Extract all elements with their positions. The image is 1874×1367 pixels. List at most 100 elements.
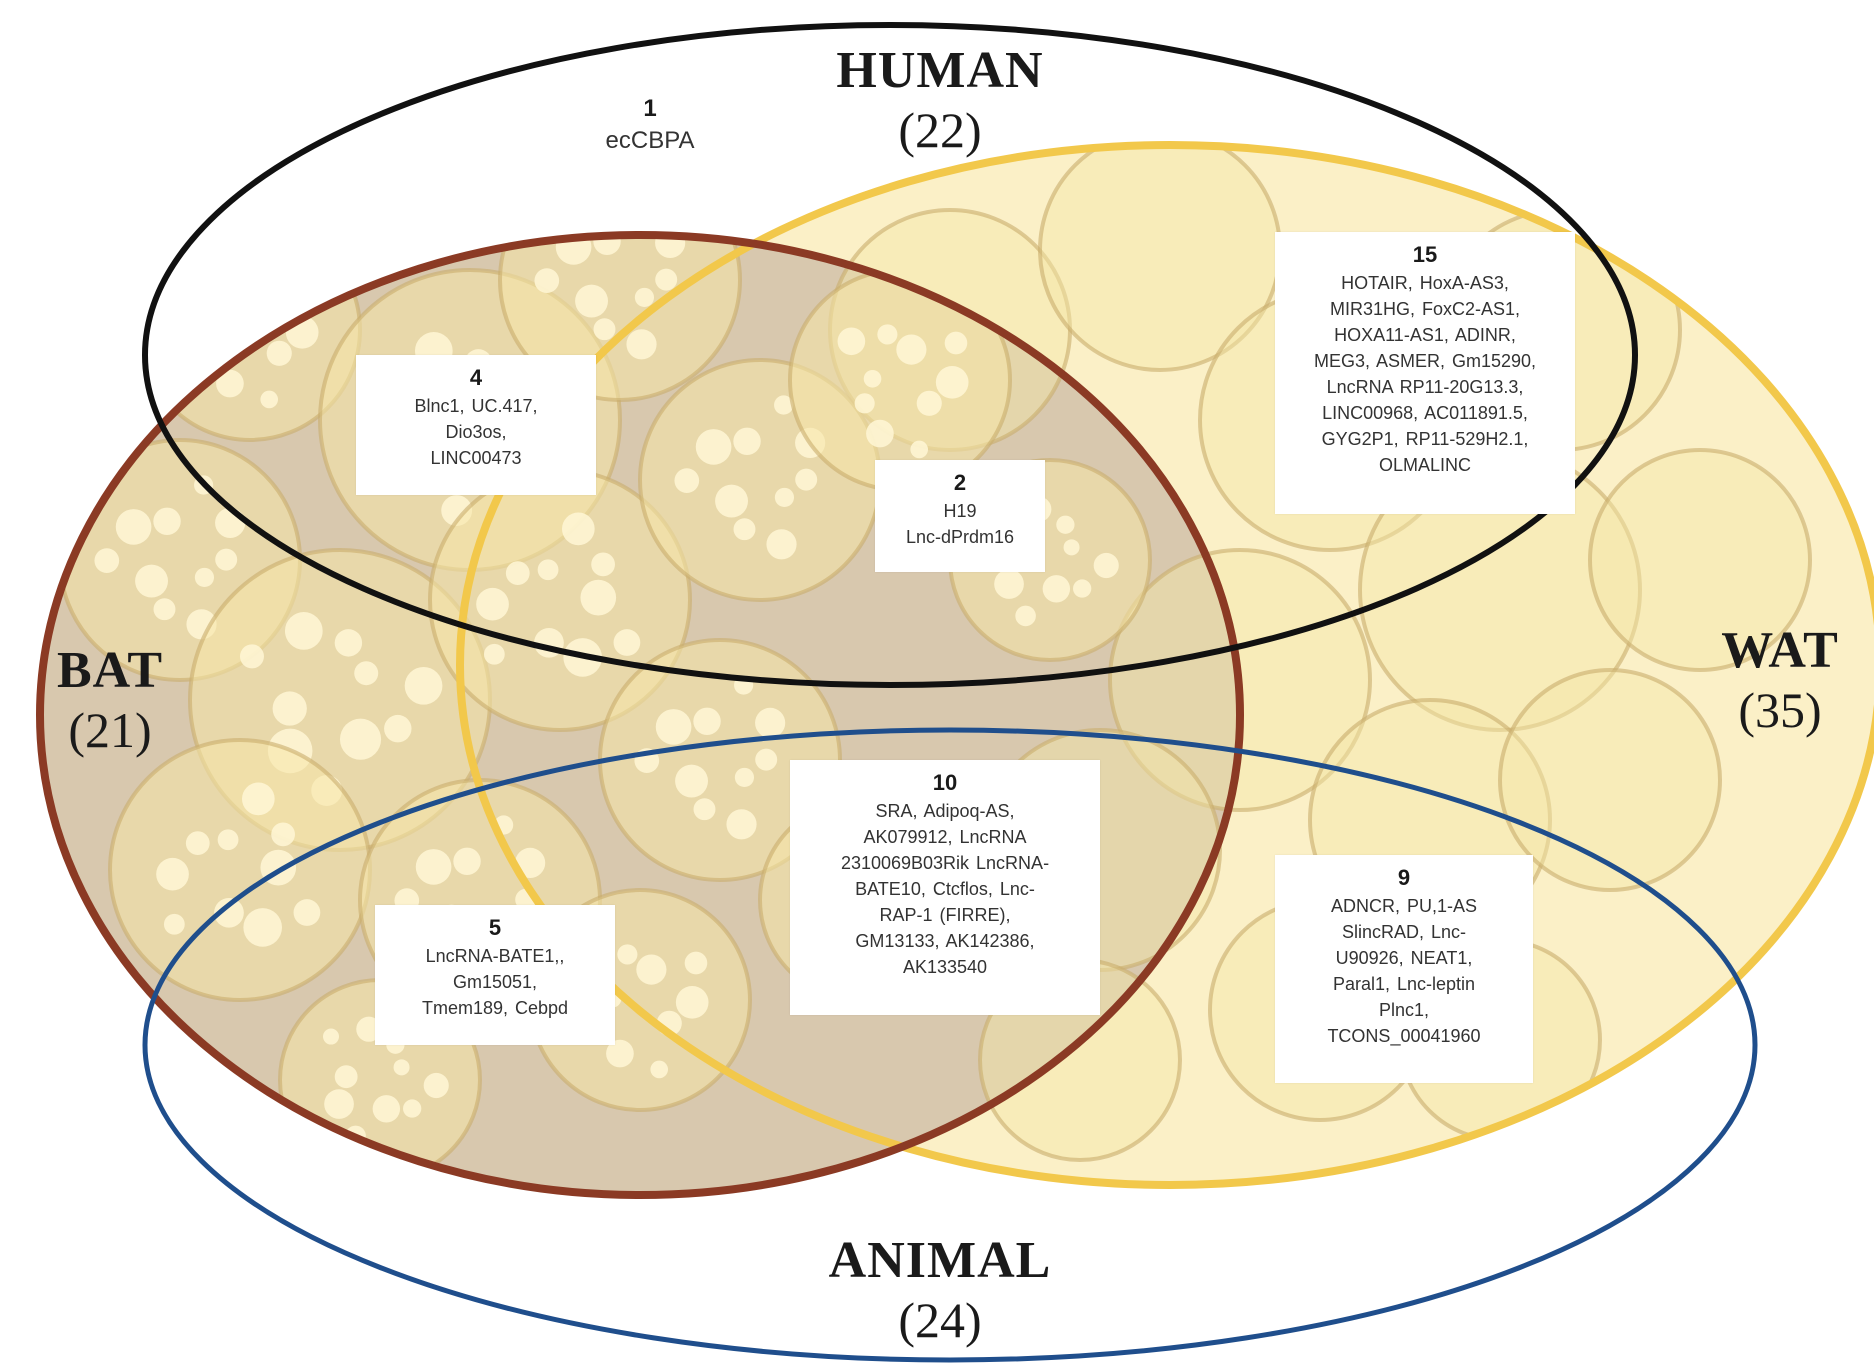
lipid-droplet	[156, 858, 189, 891]
lipid-droplet	[534, 268, 559, 293]
lipid-droplet	[1043, 575, 1070, 602]
lipid-droplet	[335, 1065, 358, 1088]
brown-adipocyte	[110, 740, 370, 1000]
lipid-droplet	[476, 588, 509, 621]
region-human-wat: 15 HOTAIR, HoxA-AS3, MIR31HG, FoxC2-AS1,…	[1275, 232, 1575, 514]
lipid-droplet	[580, 580, 616, 616]
lncrna-list-line: U90926, NEAT1,	[1287, 945, 1521, 971]
lipid-droplet	[634, 195, 653, 214]
lipid-droplet	[405, 667, 443, 705]
lipid-droplet	[795, 469, 817, 491]
lipid-droplet	[186, 831, 210, 855]
lncrna-list-line: HOXA11-AS1, ADINR,	[1287, 322, 1563, 348]
lipid-droplet	[1015, 606, 1036, 627]
lipid-droplet	[227, 274, 247, 294]
lipid-droplet	[693, 708, 720, 735]
human-set-count: (22)	[790, 105, 1090, 155]
lipid-droplet	[617, 944, 637, 964]
lipid-droplet	[1056, 516, 1074, 534]
lipid-droplet	[340, 719, 381, 760]
lipid-droplet	[384, 715, 411, 742]
lipid-droplet	[591, 553, 615, 577]
lipid-droplet	[726, 809, 756, 839]
lipid-droplet	[153, 508, 180, 535]
lncrna-list-line: LINC00968, AC011891.5,	[1287, 400, 1563, 426]
lipid-droplet	[635, 288, 654, 307]
lipid-droplet	[855, 393, 875, 413]
lipid-droplet	[733, 428, 760, 455]
region-animal-bat: 5 LncRNA-BATE1,, Gm15051, Tmem189, Cebpd	[375, 905, 615, 1045]
lncrna-list-line: MEG3, ASMER, Gm15290,	[1287, 348, 1563, 374]
lipid-droplet	[214, 320, 232, 338]
lipid-droplet	[335, 629, 362, 656]
lncrna-list-line: RAP-1 (FIRRE),	[802, 902, 1088, 928]
human-set-name: HUMAN	[790, 45, 1090, 97]
lipid-droplet	[994, 569, 1024, 599]
lipid-droplet	[650, 1061, 668, 1079]
lncrna-list-line: Tmem189, Cebpd	[387, 995, 603, 1021]
lipid-droplet	[575, 285, 608, 318]
lipid-droplet	[694, 798, 716, 820]
lncrna-list-line: SlincRAD, Lnc-	[1287, 919, 1521, 945]
lipid-droplet	[696, 429, 732, 465]
lipid-droplet	[636, 955, 666, 985]
lipid-droplet	[154, 598, 176, 620]
lncrna-list-line: Dio3os,	[368, 419, 584, 445]
lipid-droplet	[135, 565, 168, 598]
lipid-droplet	[775, 488, 794, 507]
wat-set-count: (35)	[1690, 685, 1870, 735]
lipid-droplet	[685, 952, 708, 975]
animal-set-label: ANIMAL (24)	[790, 1235, 1090, 1345]
lncrna-list-line: HOTAIR, HoxA-AS3,	[1287, 270, 1563, 296]
bat-set-count: (21)	[20, 705, 200, 755]
region-human-bat: 4 Blnc1, UC.417, Dio3os, LINC00473	[356, 355, 596, 495]
lipid-droplet	[766, 529, 796, 559]
lncrna-list-line: SRA, Adipoq-AS,	[802, 798, 1088, 824]
lipid-droplet	[614, 629, 641, 656]
lipid-droplet	[538, 559, 559, 580]
lipid-droplet	[295, 282, 318, 305]
region-count: 5	[387, 915, 603, 941]
region-count: 9	[1287, 865, 1521, 891]
lipid-droplet	[424, 1073, 449, 1098]
region-count: 1	[560, 95, 740, 123]
lipid-droplet	[164, 914, 185, 935]
region-human-bat-wat: 2 H19 Lnc-dPrdm16	[875, 460, 1045, 572]
lipid-droplet	[896, 335, 926, 365]
lncrna-list-line: Blnc1, UC.417,	[368, 393, 584, 419]
lncrna-list-line: Paral1, Lnc-leptin	[1287, 971, 1521, 997]
lipid-droplet	[655, 269, 677, 291]
lipid-droplet	[260, 391, 278, 409]
lncrna-list-line: GYG2P1, RP11-529H2.1,	[1287, 426, 1563, 452]
lncrna-list-line: BATE10, Ctcflos, Lnc-	[802, 876, 1088, 902]
region-animal-wat: 9 ADNCR, PU,1-AS SlincRAD, Lnc- U90926, …	[1275, 855, 1533, 1083]
lipid-droplet	[676, 986, 709, 1019]
lncrna-list-line: LncRNA RP11-20G13.3,	[1287, 374, 1563, 400]
lipid-droplet	[866, 420, 894, 448]
region-count: 2	[887, 470, 1033, 496]
white-adipocyte	[1500, 670, 1720, 890]
lipid-droplet	[594, 318, 616, 340]
animal-set-count: (24)	[790, 1295, 1090, 1345]
animal-set-name: ANIMAL	[790, 1235, 1090, 1287]
bat-set-label: BAT (21)	[20, 645, 200, 755]
lipid-droplet	[626, 329, 656, 359]
lipid-droplet	[116, 509, 152, 545]
lipid-droplet	[1094, 553, 1119, 578]
lipid-droplet	[273, 691, 307, 725]
lncrna-list-line: LncRNA-BATE1,,	[387, 943, 603, 969]
lipid-droplet	[205, 343, 225, 363]
lipid-droplet	[864, 370, 882, 388]
lipid-droplet	[215, 508, 245, 538]
region-animal-bat-wat: 10 SRA, Adipoq-AS, AK079912, LncRNA 2310…	[790, 760, 1100, 1015]
lipid-droplet	[218, 829, 239, 850]
lncrna-list-line: MIR31HG, FoxC2-AS1,	[1287, 296, 1563, 322]
lipid-droplet	[188, 277, 216, 305]
lncrna-list-line: Plnc1,	[1287, 997, 1521, 1023]
lncrna-list-line: TCONS_00041960	[1287, 1023, 1521, 1049]
lipid-droplet	[484, 644, 505, 665]
lncrna-list-line: AK133540	[802, 954, 1088, 980]
lipid-droplet	[910, 441, 928, 459]
lncrna-list-line: OLMALINC	[1287, 452, 1563, 478]
